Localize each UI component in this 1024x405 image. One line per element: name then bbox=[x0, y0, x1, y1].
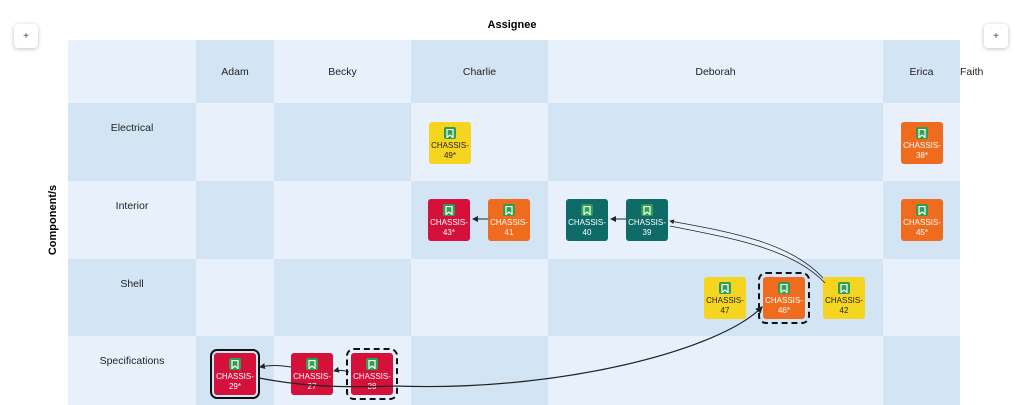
issue-card[interactable]: CHASSIS-47 bbox=[704, 277, 746, 319]
grid-cell bbox=[411, 40, 548, 103]
grid-cell bbox=[411, 336, 548, 405]
bookmark-icon bbox=[916, 204, 928, 216]
grid-cell bbox=[68, 336, 196, 405]
grid-cell bbox=[883, 40, 960, 103]
grid-cell bbox=[883, 336, 960, 405]
bookmark-icon bbox=[641, 204, 653, 216]
row-header: Electrical bbox=[110, 122, 154, 134]
issue-key: CHASSIS-42 bbox=[825, 296, 863, 315]
grid-cell bbox=[68, 40, 196, 103]
bookmark-icon bbox=[443, 204, 455, 216]
column-header: Adam bbox=[221, 65, 249, 78]
issue-card[interactable]: CHASSIS-40 bbox=[566, 199, 608, 241]
issue-key: CHASSIS-39 bbox=[628, 218, 666, 237]
issue-card[interactable]: CHASSIS-43* bbox=[428, 199, 470, 241]
issue-key: CHASSIS-41 bbox=[490, 218, 528, 237]
issue-key: CHASSIS-29* bbox=[216, 372, 254, 391]
row-header: Specifications bbox=[99, 355, 165, 367]
issue-key: CHASSIS-49* bbox=[431, 141, 469, 160]
bookmark-icon bbox=[366, 358, 378, 370]
column-header: Becky bbox=[328, 65, 357, 78]
grid-cell bbox=[274, 103, 411, 181]
grid-cell bbox=[68, 103, 196, 181]
issue-key: CHASSIS-46* bbox=[765, 296, 803, 315]
column-header: Deborah bbox=[695, 65, 736, 78]
y-axis-title: Component/s bbox=[47, 184, 59, 256]
issue-card[interactable]: CHASSIS-38* bbox=[901, 122, 943, 164]
grid-cell bbox=[68, 181, 196, 259]
grid-cell bbox=[411, 259, 548, 336]
issue-key: CHASSIS-43* bbox=[430, 218, 468, 237]
bookmark-icon bbox=[778, 282, 790, 294]
grid-cell bbox=[196, 40, 274, 103]
column-header: Erica bbox=[909, 65, 934, 78]
grid-cell bbox=[274, 259, 411, 336]
row-header: Interior bbox=[115, 200, 149, 212]
issue-key: CHASSIS-47 bbox=[706, 296, 744, 315]
bookmark-icon bbox=[581, 204, 593, 216]
bookmark-icon bbox=[719, 282, 731, 294]
issue-card[interactable]: CHASSIS-28 bbox=[346, 348, 398, 400]
bookmark-icon bbox=[838, 282, 850, 294]
issue-key: CHASSIS-38* bbox=[903, 141, 941, 160]
row-header: Shell bbox=[120, 278, 144, 290]
issue-card[interactable]: CHASSIS-39 bbox=[626, 199, 668, 241]
issue-card[interactable]: CHASSIS-42 bbox=[823, 277, 865, 319]
grid-cell bbox=[548, 103, 883, 181]
issue-key: CHASSIS-28 bbox=[353, 372, 391, 391]
issue-card[interactable]: CHASSIS-29* bbox=[210, 349, 260, 399]
grid-cell bbox=[548, 40, 883, 103]
column-header: Faith bbox=[960, 65, 984, 78]
x-axis-title: Assignee bbox=[487, 19, 537, 31]
bookmark-icon bbox=[229, 358, 241, 370]
issue-card[interactable]: CHASSIS-45* bbox=[901, 199, 943, 241]
bookmark-icon bbox=[503, 204, 515, 216]
issue-card[interactable]: CHASSIS-41 bbox=[488, 199, 530, 241]
issue-card[interactable]: CHASSIS-46* bbox=[758, 272, 810, 324]
bookmark-icon bbox=[916, 127, 928, 139]
add-button-left[interactable]: + bbox=[14, 24, 38, 48]
grid-cell bbox=[548, 336, 883, 405]
issue-key: CHASSIS-45* bbox=[903, 218, 941, 237]
issue-card[interactable]: CHASSIS-49* bbox=[429, 122, 471, 164]
grid-cell bbox=[68, 259, 196, 336]
bookmark-icon bbox=[444, 127, 456, 139]
grid-cell bbox=[274, 40, 411, 103]
grid-cell bbox=[196, 181, 274, 259]
grid-cell bbox=[274, 181, 411, 259]
grid-cell bbox=[196, 259, 274, 336]
issue-key: CHASSIS-27 bbox=[293, 372, 331, 391]
issue-key: CHASSIS-40 bbox=[568, 218, 606, 237]
grid-cell bbox=[883, 259, 960, 336]
issue-card[interactable]: CHASSIS-27 bbox=[291, 353, 333, 395]
add-button-right[interactable]: + bbox=[984, 24, 1008, 48]
grid-cell bbox=[196, 103, 274, 181]
bookmark-icon bbox=[306, 358, 318, 370]
column-header: Charlie bbox=[462, 65, 497, 78]
